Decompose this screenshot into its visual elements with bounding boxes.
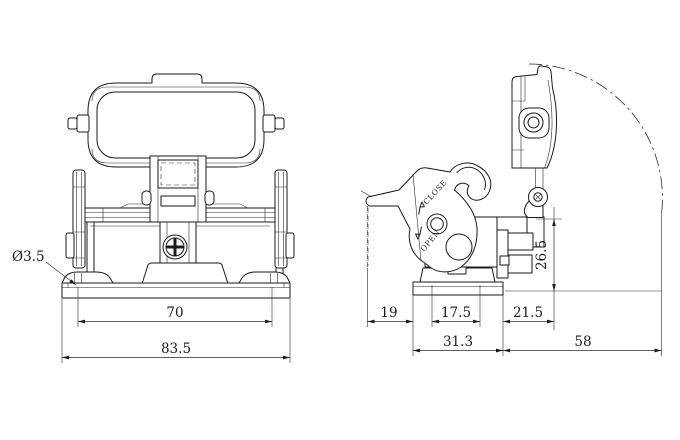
close-arrow-icon: [418, 201, 425, 215]
dim-17-5-label: 17.5: [441, 305, 471, 321]
dimension-feet-span: 70: [77, 287, 273, 327]
screw: [162, 234, 188, 260]
dimension-entry-width: 17.5: [431, 285, 481, 327]
base-plate-front: [61, 282, 291, 299]
swing-arc: [528, 63, 663, 210]
dim-19-label: 19: [380, 305, 397, 321]
dimension-swing-extent: 58: [503, 209, 662, 356]
side-plate-right: [274, 169, 295, 269]
side-view: CLOSE OPEN: [360, 63, 663, 356]
bail-peg-left: [76, 114, 90, 133]
dim-58-label: 58: [574, 334, 591, 350]
dimension-body-width: 31.3: [412, 295, 504, 356]
dim-31-3-label: 31.3: [443, 334, 473, 350]
dim-21-5-label: 21.5: [513, 305, 543, 321]
lever-pivot-ring: [426, 213, 448, 235]
dim-26-5-label: 26.5: [534, 240, 550, 270]
dimension-flange-height: 26.5: [505, 207, 662, 330]
lever-hole: [445, 233, 473, 261]
dimension-lever-offset: 21.5: [503, 305, 554, 324]
phillips-cross-icon: [166, 238, 184, 256]
dia-3-5-label: Ø3.5: [12, 249, 45, 265]
dimension-latch-offset: 19: [367, 206, 413, 327]
foot-left: [61, 271, 114, 284]
open-arrow-icon: [415, 226, 422, 240]
dim-83-5-label: 83.5: [161, 341, 191, 357]
foot-right: [238, 271, 291, 284]
bail-side-view: [511, 65, 558, 218]
bail-handle: [67, 73, 285, 168]
front-view: 70 83.5 Ø3.5: [12, 73, 295, 363]
locking-lever: CLOSE OPEN: [360, 162, 492, 273]
dimension-hole-diameter: Ø3.5: [12, 249, 77, 286]
dimension-overall-width: 83.5: [61, 299, 291, 363]
dim-70-label: 70: [166, 305, 183, 321]
bail-peg-right: [262, 114, 276, 133]
side-plate-left: [65, 169, 86, 269]
